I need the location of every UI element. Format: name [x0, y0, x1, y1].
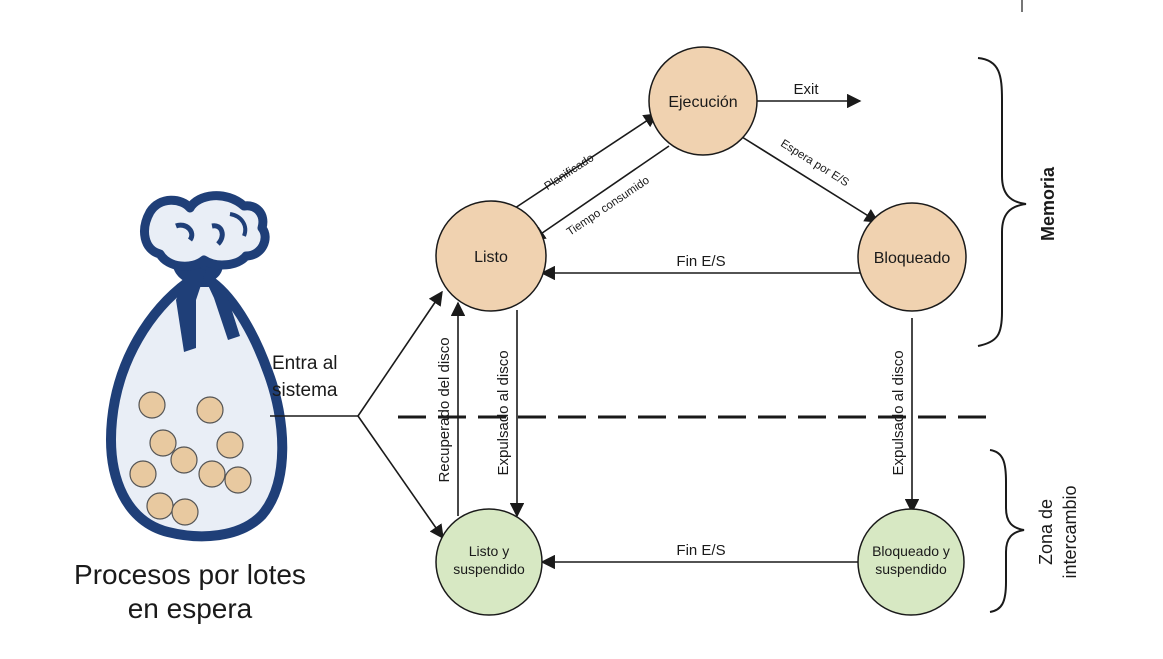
- exit-label: Exit: [793, 81, 819, 98]
- state-blocked-label: Bloqueado: [874, 250, 951, 267]
- state-ready-label: Listo: [474, 249, 508, 266]
- admit-to-ready-suspended-arrow: [357, 415, 444, 540]
- state-blocked-suspended-label-line2: suspendido: [875, 561, 947, 577]
- memory-region-label: Memoria: [1038, 166, 1058, 241]
- swap-region-label-line1: Zona de: [1036, 499, 1056, 565]
- state-ready-suspended-label-line1: Listo y: [469, 543, 509, 559]
- batch-bag-icon: [106, 191, 288, 542]
- state-blocked: Bloqueado: [857, 202, 967, 312]
- swap-brace: [989, 449, 1025, 613]
- event-wait-arrow: [741, 136, 880, 223]
- admit-label-line1: Entra al: [272, 353, 337, 374]
- suspend-blocked-label: Expulsado al disco: [890, 350, 907, 475]
- state-blocked-suspended: Bloqueado y suspendido: [857, 508, 965, 616]
- process-tokens: [129, 391, 252, 526]
- timeout-label: Tiempo consumido: [565, 174, 652, 238]
- timeout-arrow: [530, 145, 670, 241]
- batch-label-line2: en espera: [128, 593, 253, 624]
- state-ready-suspended: Listo y suspendido: [435, 508, 543, 616]
- dispatch-label: Planificado: [543, 152, 597, 193]
- batch-label-line1: Procesos por lotes: [74, 559, 306, 590]
- admit-to-ready-arrow: [357, 290, 443, 417]
- swap-region-label-line2: intercambio: [1060, 485, 1080, 578]
- state-ready-suspended-label-line2: suspendido: [453, 561, 525, 577]
- activate-label: Recuperado del disco: [436, 337, 453, 482]
- io-done-lower-label: Fin E/S: [676, 542, 725, 559]
- io-done-upper-label: Fin E/S: [676, 253, 725, 270]
- state-blocked-suspended-label-line1: Bloqueado y: [872, 543, 950, 559]
- state-ready: Listo: [435, 200, 547, 312]
- admit-label-line2: sistema: [272, 380, 338, 401]
- dispatch-arrow: [511, 113, 659, 211]
- memory-brace: [977, 57, 1027, 347]
- suspend-ready-label: Expulsado al disco: [495, 350, 512, 475]
- state-running: Ejecución: [648, 46, 758, 156]
- state-running-label: Ejecución: [668, 94, 737, 111]
